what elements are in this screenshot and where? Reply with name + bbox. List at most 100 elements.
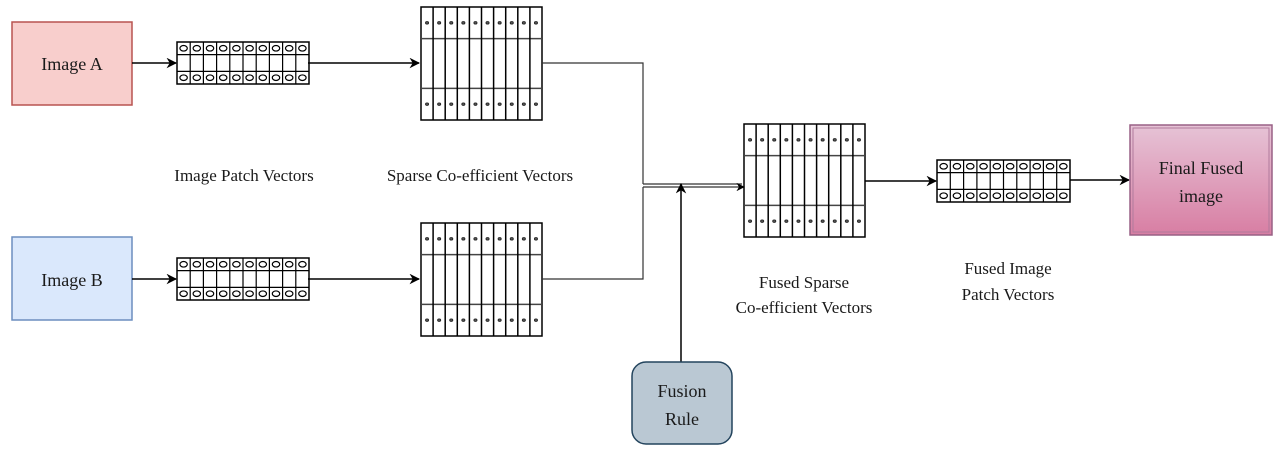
vector-element-bottom — [992, 192, 1002, 200]
coefficient-top — [497, 237, 502, 241]
vector-element-top — [232, 260, 241, 268]
coefficient-bottom — [449, 102, 454, 106]
coefficient-bottom — [844, 219, 849, 223]
fusion-rule-label-line2: Rule — [665, 409, 699, 429]
coefficient-top — [760, 138, 765, 142]
vector-element-bottom — [939, 192, 948, 200]
coefficient-bottom — [461, 318, 466, 322]
coefficient-top — [796, 138, 801, 142]
coefficient-bottom — [425, 318, 430, 322]
connectors — [132, 57, 1131, 362]
coefficient-top — [473, 21, 478, 25]
coefficient-bottom — [784, 219, 789, 223]
coefficient-bottom — [497, 102, 502, 106]
vector-element-top — [298, 44, 307, 52]
coefficient-top — [485, 237, 490, 241]
vector-element-bottom — [979, 192, 988, 200]
vector-element-top — [192, 260, 202, 268]
vector-element-bottom — [205, 290, 215, 298]
coefficient-bottom — [509, 318, 514, 322]
coefficient-top — [461, 21, 466, 25]
vector-element-top — [179, 44, 188, 52]
vector-element-top — [284, 260, 294, 268]
vector-element-bottom — [179, 290, 188, 298]
vector-element-top — [965, 162, 975, 170]
vector-element-top — [258, 260, 268, 268]
vector-element-bottom — [284, 74, 294, 82]
vector-element-bottom — [271, 290, 281, 298]
vector-element-bottom — [245, 290, 254, 298]
coefficient-top — [425, 21, 430, 25]
vector-element-top — [205, 260, 215, 268]
vector-element-top — [245, 260, 254, 268]
coefficient-top — [473, 237, 478, 241]
coefficient-top — [449, 21, 454, 25]
coefficient-top — [449, 237, 454, 241]
vector-element-top — [1005, 162, 1015, 170]
coefficient-bottom — [437, 318, 442, 322]
coefficient-bottom — [521, 318, 526, 322]
vector-element-top — [1045, 162, 1055, 170]
vector-element-bottom — [1045, 192, 1055, 200]
coefficient-bottom — [772, 219, 777, 223]
vector-element-top — [218, 44, 228, 52]
edge-sparse-a-to-merge — [542, 62, 644, 184]
vector-element-bottom — [232, 290, 241, 298]
coefficient-bottom — [521, 102, 526, 106]
vector-element-bottom — [218, 290, 228, 298]
fusion-rule-node: Fusion Rule — [631, 361, 733, 445]
vector-element-bottom — [192, 290, 202, 298]
vector-element-bottom — [232, 74, 241, 82]
coefficient-bottom — [533, 318, 538, 322]
vector-element-bottom — [1059, 192, 1068, 200]
image-patch-vectors-b — [176, 257, 310, 301]
coefficient-top — [509, 237, 514, 241]
coefficient-bottom — [449, 318, 454, 322]
sparse-coefficient-vectors-b — [420, 222, 543, 337]
vector-element-bottom — [205, 74, 215, 82]
final-label-line1: Final Fused — [1159, 158, 1244, 178]
coefficient-top — [533, 21, 538, 25]
vector-element-bottom — [218, 74, 228, 82]
fused-image-patch-vectors — [936, 159, 1071, 203]
vector-element-top — [205, 44, 215, 52]
fused-patch-label-line1: Fused Image — [964, 259, 1051, 278]
vector-element-bottom — [1019, 192, 1028, 200]
coefficient-top — [808, 138, 813, 142]
coefficient-top — [784, 138, 789, 142]
vector-element-top — [1032, 162, 1042, 170]
vector-element-bottom — [245, 74, 254, 82]
vector-element-bottom — [952, 192, 962, 200]
image-a-node: Image A — [11, 21, 133, 106]
vector-element-bottom — [179, 74, 188, 82]
coefficient-bottom — [425, 102, 430, 106]
coefficient-bottom — [485, 102, 490, 106]
vector-element-top — [284, 44, 294, 52]
coefficient-bottom — [820, 219, 825, 223]
vector-element-top — [258, 44, 268, 52]
vector-element-bottom — [1005, 192, 1015, 200]
vector-element-top — [979, 162, 988, 170]
coefficient-top — [425, 237, 430, 241]
final-label-line2: image — [1179, 186, 1223, 206]
vector-element-top — [271, 260, 281, 268]
coefficient-top — [748, 138, 753, 142]
image-a-label: Image A — [41, 54, 102, 74]
coefficient-bottom — [473, 102, 478, 106]
coefficient-bottom — [509, 102, 514, 106]
vector-element-top — [245, 44, 254, 52]
vector-element-bottom — [298, 290, 307, 298]
fused-patch-label-line2: Patch Vectors — [962, 285, 1055, 304]
coefficient-top — [533, 237, 538, 241]
image-b-node: Image B — [11, 236, 133, 321]
coefficient-top — [461, 237, 466, 241]
fused-sparse-label-line1: Fused Sparse — [759, 273, 849, 292]
vector-element-bottom — [965, 192, 975, 200]
coefficient-bottom — [760, 219, 765, 223]
coefficient-top — [509, 21, 514, 25]
fusion-rule-label-line1: Fusion — [657, 381, 706, 401]
coefficient-top — [497, 21, 502, 25]
vector-element-top — [179, 260, 188, 268]
coefficient-bottom — [796, 219, 801, 223]
vector-element-top — [1059, 162, 1068, 170]
